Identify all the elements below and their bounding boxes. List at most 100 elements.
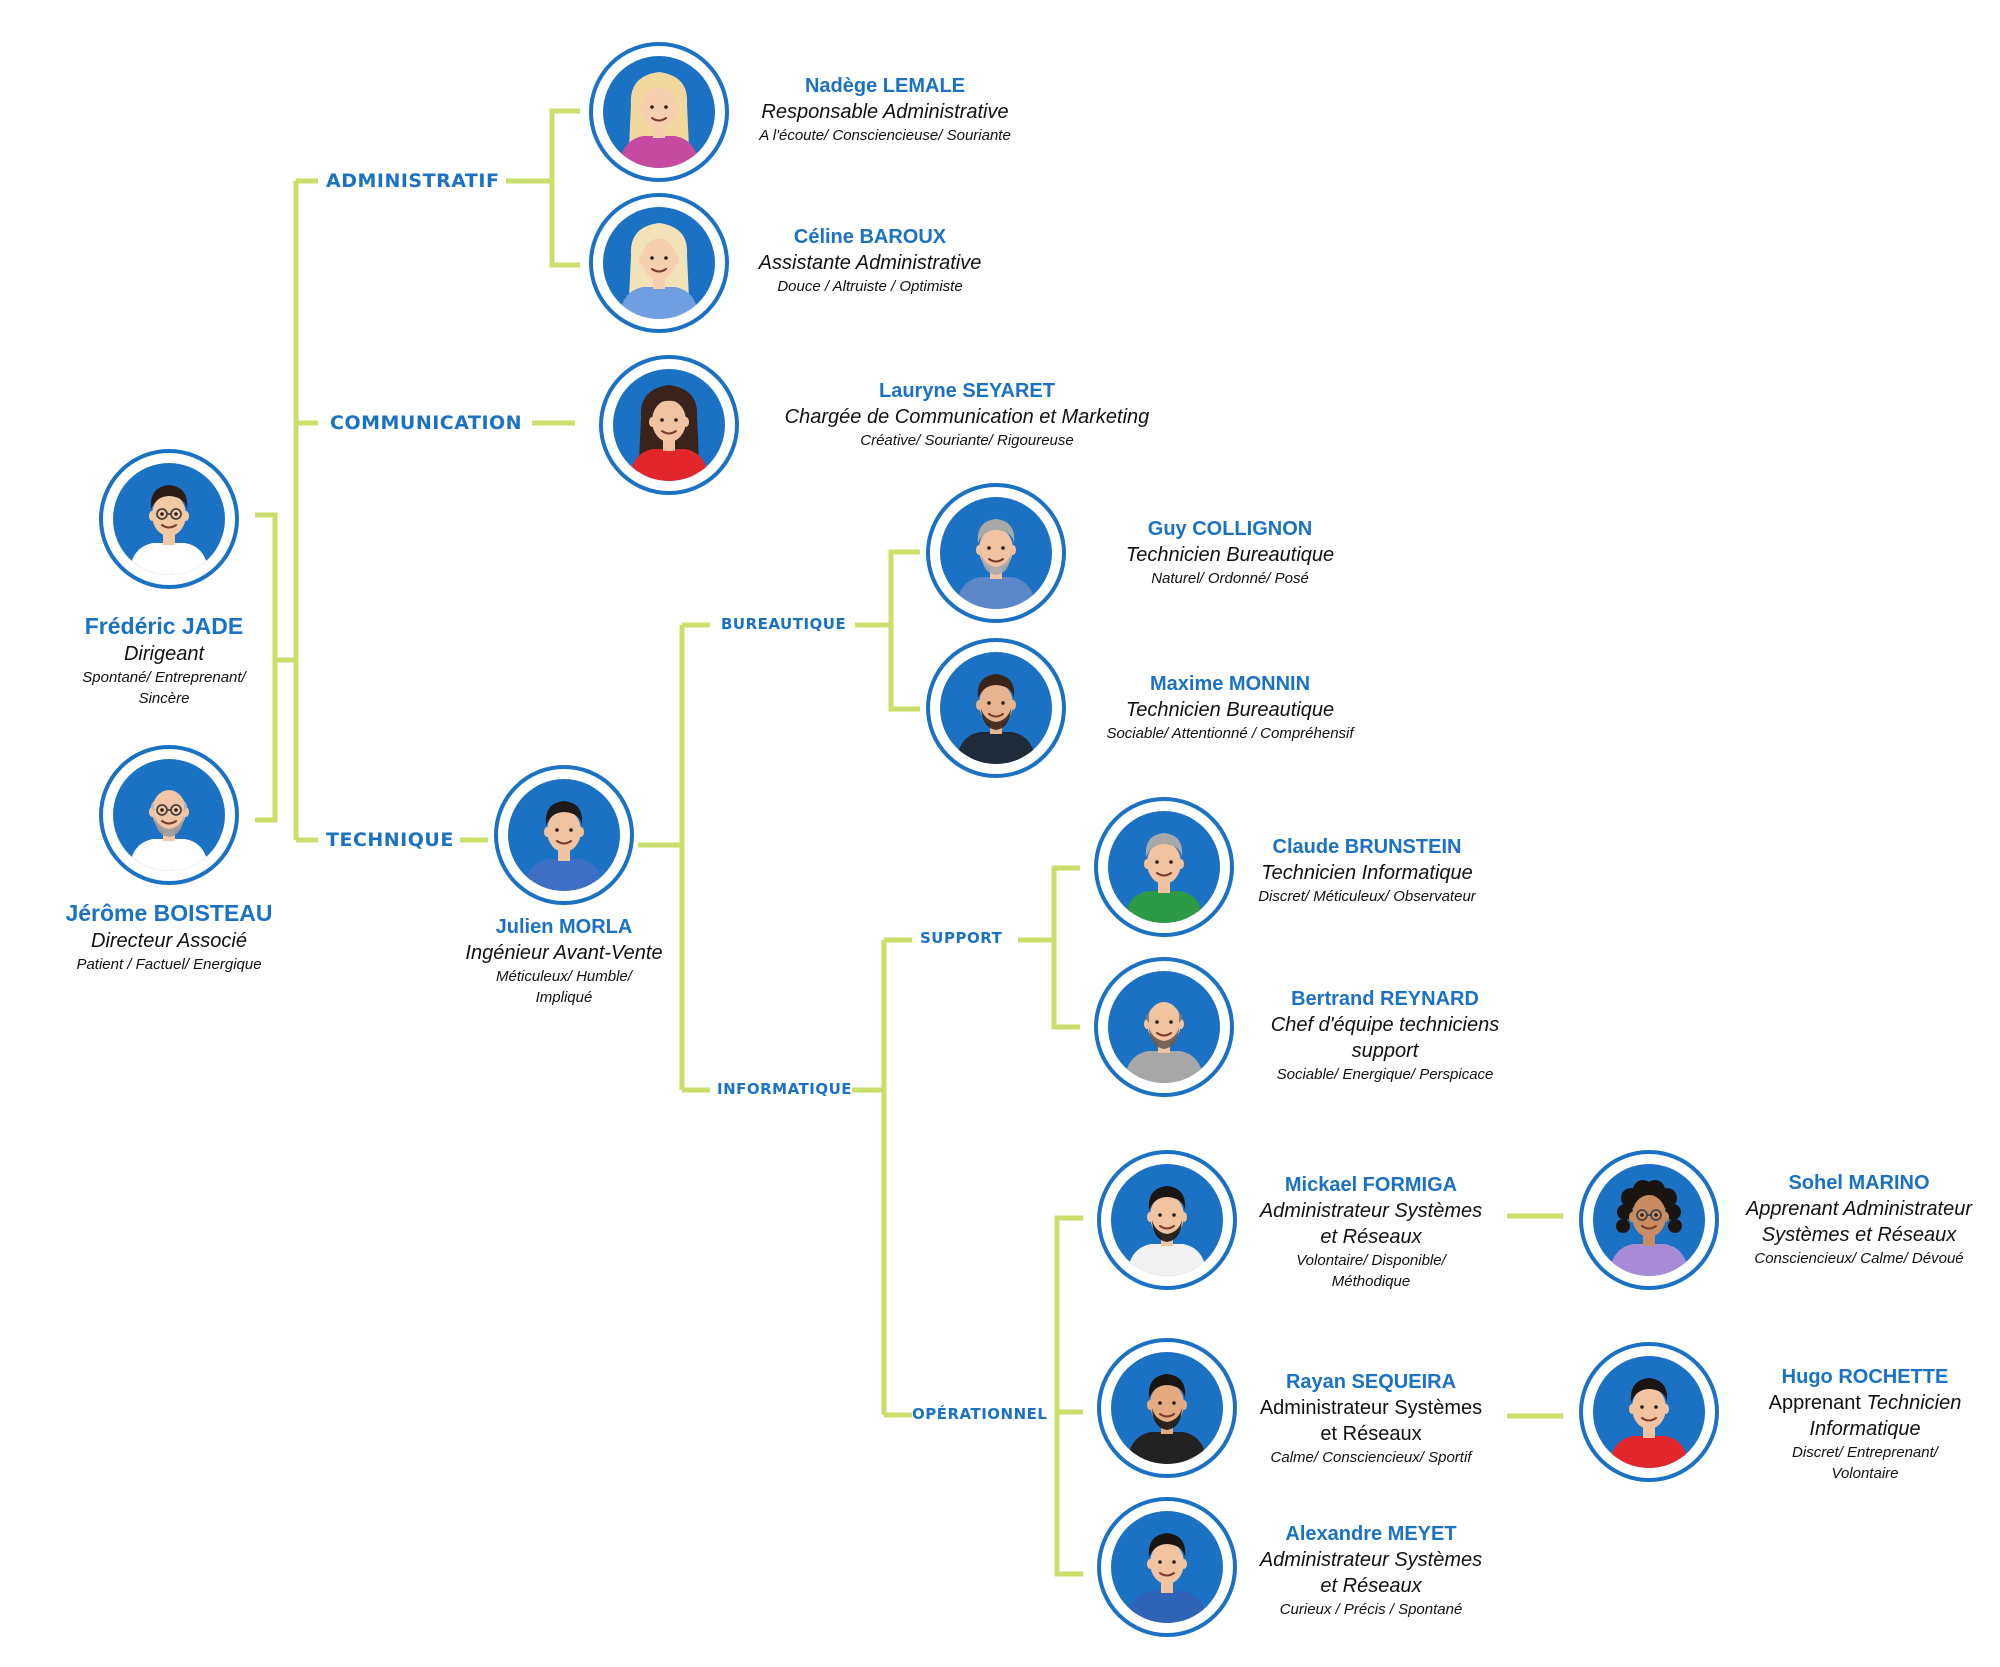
person-role: Apprenant Technicien (1745, 1390, 1985, 1416)
person-illustration (129, 485, 209, 575)
dept-technique: TECHNIQUE (326, 829, 454, 851)
person-role: Directeur Associé (91, 930, 247, 952)
person-card-claude: Claude BRUNSTEIN Technicien Informatique… (1237, 834, 1497, 907)
person-card-bertrand: Bertrand REYNARD Chef d'équipe technicie… (1260, 986, 1510, 1085)
person-traits: Calme/ Consciencieux/ Sportif (1270, 1449, 1472, 1466)
person-name: Bertrand REYNARD (1291, 988, 1479, 1010)
person-illustration (1127, 1186, 1207, 1276)
person-name: Julien MORLA (495, 916, 633, 938)
person-illustration (629, 385, 709, 481)
person-card-celine: Céline BAROUX Assistante Administrative … (720, 224, 1020, 297)
avatar (599, 355, 739, 495)
person-role: Administrateur Systèmes (1259, 1200, 1483, 1222)
dept-communication: COMMUNICATION (330, 412, 523, 434)
person-illustration (956, 519, 1036, 609)
person-traits: Patient / Factuel/ Energique (76, 956, 262, 973)
person-traits: Volontaire (1831, 1465, 1899, 1482)
person-role: Responsable Administrative (761, 101, 1009, 123)
person-role: Dirigeant (123, 643, 205, 665)
person-role: et Réseaux (1320, 1575, 1422, 1597)
person-traits: Créative/ Souriante/ Rigoureuse (860, 432, 1074, 449)
person-name: Frédéric JADE (84, 613, 244, 639)
person-card-jerome: Jérôme BOISTEAU Directeur Associé Patien… (44, 898, 294, 975)
person-illustration (619, 72, 699, 168)
person-card-maxime: Maxime MONNIN Technicien Bureautique Soc… (1080, 671, 1380, 744)
person-name: Nadège LEMALE (804, 75, 966, 97)
person-traits: Douce / Altruiste / Optimiste (777, 278, 963, 295)
avatar (99, 449, 239, 589)
person-role: support (1351, 1040, 1419, 1062)
person-role: Administrateur Systèmes (1259, 1397, 1483, 1419)
avatar (1579, 1150, 1719, 1290)
person-traits: Spontané/ Entreprenant/ (82, 669, 246, 686)
person-illustration (1127, 1374, 1207, 1464)
person-illustration (956, 674, 1036, 764)
person-traits: Discret/ Entreprenant/ (1792, 1444, 1938, 1461)
avatar (494, 765, 634, 905)
person-role-part: Technicien (1866, 1392, 1962, 1414)
dept-informatique: INFORMATIQUE (717, 1080, 853, 1098)
person-card-hugo: Hugo ROCHETTE Apprenant Technicien Infor… (1745, 1364, 1985, 1484)
person-role: Technicien Informatique (1261, 862, 1473, 884)
person-traits: A l'écoute/ Consciencieuse/ Souriante (759, 127, 1011, 144)
avatar (99, 745, 239, 885)
person-illustration (1127, 1533, 1207, 1623)
person-illustration (524, 801, 604, 891)
person-card-rayan: Rayan SEQUEIRA Administrateur Systèmes e… (1236, 1369, 1506, 1468)
avatar (1097, 1150, 1237, 1290)
person-role: Chef d'équipe techniciens (1270, 1014, 1500, 1036)
person-role: Apprenant Administrateur (1745, 1198, 1973, 1220)
person-role: et Réseaux (1320, 1423, 1422, 1445)
person-name: Claude BRUNSTEIN (1272, 836, 1462, 858)
avatar (589, 42, 729, 182)
person-name: Lauryne SEYARET (879, 380, 1055, 402)
person-card-alexandre: Alexandre MEYET Administrateur Systèmes … (1246, 1521, 1496, 1620)
person-name: Sohel MARINO (1788, 1172, 1930, 1194)
person-illustration (1124, 1002, 1204, 1083)
person-card-sohel: Sohel MARINO Apprenant Administrateur Sy… (1734, 1170, 1984, 1269)
person-role: Informatique (1809, 1418, 1921, 1440)
person-traits: Sincère (138, 690, 190, 707)
dept-administratif: ADMINISTRATIF (326, 170, 500, 192)
person-role: et Réseaux (1320, 1226, 1422, 1248)
person-illustration (1609, 1378, 1689, 1468)
person-role: Assistante Administrative (758, 252, 982, 274)
avatar (1097, 1497, 1237, 1637)
dept-bureautique: BUREAUTIQUE (721, 615, 847, 633)
person-role: Technicien Bureautique (1125, 699, 1335, 721)
person-role: Technicien Bureautique (1125, 544, 1335, 566)
person-traits: Discret/ Méticuleux/ Observateur (1258, 888, 1476, 905)
avatar (1094, 797, 1234, 937)
person-name: Mickael FORMIGA (1284, 1174, 1458, 1196)
person-name: Alexandre MEYET (1285, 1523, 1457, 1545)
person-traits: Méthodique (1331, 1273, 1411, 1290)
person-traits: Sociable/ Energique/ Perspicace (1276, 1066, 1494, 1083)
person-traits: Sociable/ Attentionné / Compréhensif (1106, 725, 1354, 742)
person-card-nadege: Nadège LEMALE Responsable Administrative… (720, 73, 1050, 146)
person-card-julien: Julien MORLA Ingénieur Avant-Vente Métic… (444, 914, 684, 1008)
person-name: Hugo ROCHETTE (1781, 1366, 1949, 1388)
person-role: Systèmes et Réseaux (1761, 1224, 1957, 1246)
person-role: Ingénieur Avant-Vente (465, 942, 663, 964)
person-traits: Impliqué (535, 989, 593, 1006)
avatar (926, 638, 1066, 778)
person-traits: Volontaire/ Disponible/ (1296, 1252, 1446, 1269)
person-traits: Curieux / Précis / Spontané (1279, 1601, 1463, 1618)
person-card-guy: Guy COLLIGNON Technicien Bureautique Nat… (1100, 516, 1360, 589)
person-card-lauryne: Lauryne SEYARET Chargée de Communication… (757, 378, 1177, 451)
person-illustration (1124, 833, 1204, 923)
person-name: Guy COLLIGNON (1147, 518, 1313, 540)
person-illustration (1609, 1180, 1689, 1276)
person-role: Chargée de Communication et Marketing (784, 406, 1150, 428)
avatar (926, 483, 1066, 623)
dept-operationnel: OPÉRATIONNEL (912, 1405, 1048, 1423)
person-illustration (619, 223, 699, 319)
avatar (1097, 1338, 1237, 1478)
avatar (1579, 1342, 1719, 1482)
person-name: Céline BAROUX (793, 226, 947, 248)
person-name: Jérôme BOISTEAU (65, 900, 273, 926)
person-name: Rayan SEQUEIRA (1285, 1371, 1457, 1393)
person-illustration (129, 790, 209, 871)
